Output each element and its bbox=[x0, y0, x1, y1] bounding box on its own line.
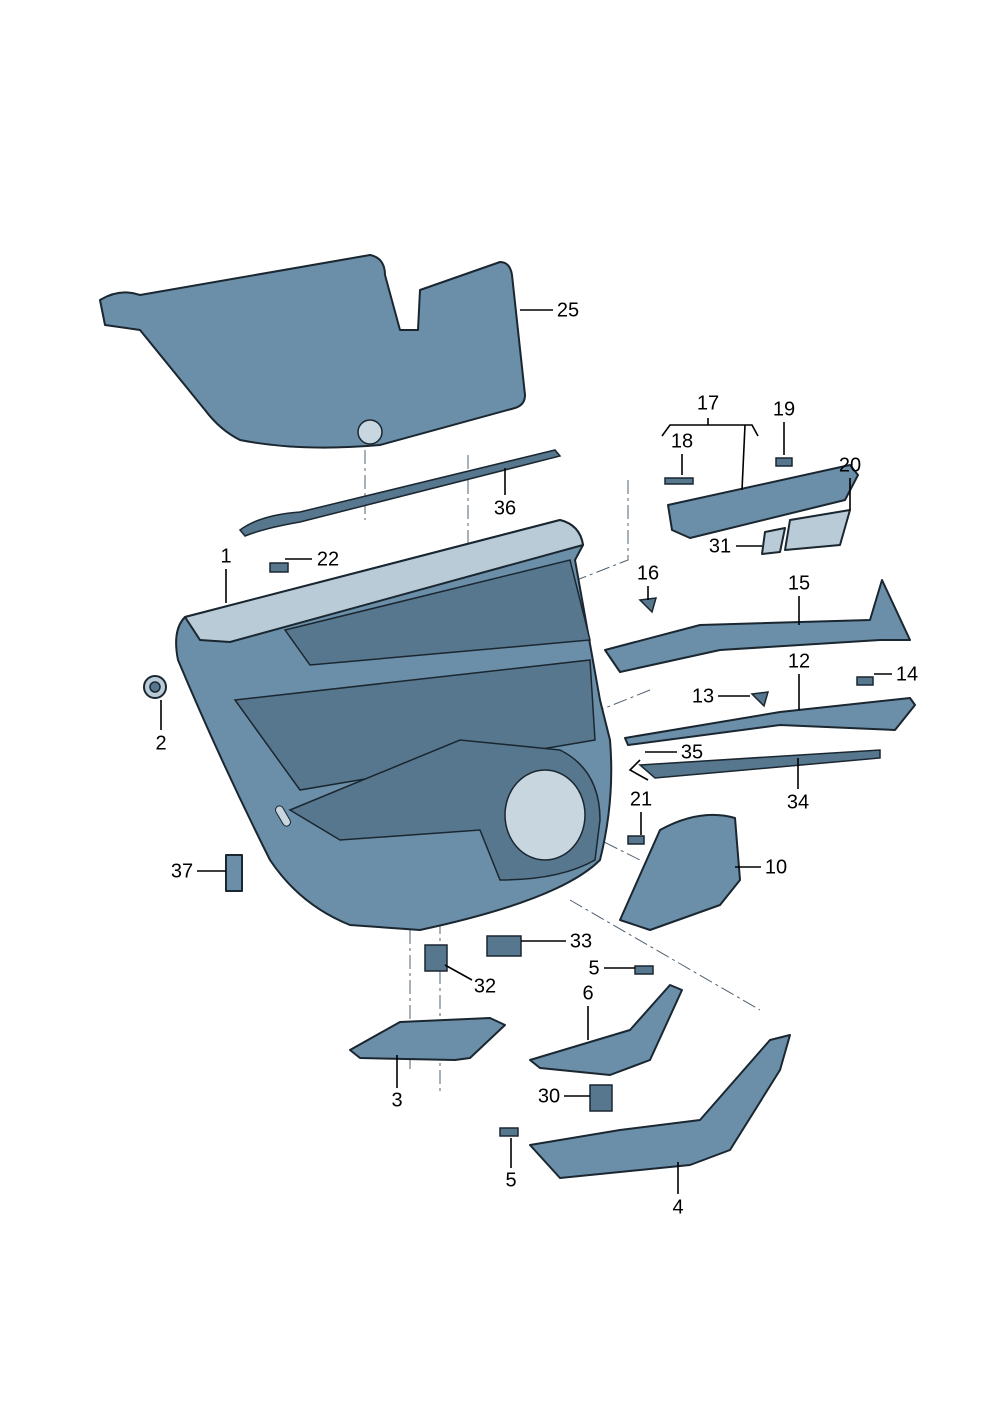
label-14: 14 bbox=[896, 663, 918, 685]
part-6-bracket[interactable] bbox=[529, 984, 683, 1076]
part-5-screw-upper[interactable] bbox=[634, 965, 654, 975]
part-25-hole bbox=[357, 419, 383, 445]
part-37-cover[interactable] bbox=[225, 854, 243, 892]
label-22: 22 bbox=[317, 548, 339, 570]
part-16-clip[interactable] bbox=[638, 597, 658, 614]
label-21: 21 bbox=[630, 788, 652, 810]
label-17: 17 bbox=[697, 392, 719, 414]
part-1-speaker-opening bbox=[504, 769, 586, 861]
part-15-trim-strip[interactable] bbox=[604, 579, 911, 673]
label-19: 19 bbox=[773, 398, 795, 420]
part-21-screw[interactable] bbox=[627, 835, 645, 845]
label-3: 3 bbox=[391, 1089, 402, 1111]
label-16: 16 bbox=[637, 562, 659, 584]
label-10: 10 bbox=[765, 856, 787, 878]
part-17-door-handle-housing[interactable] bbox=[667, 464, 859, 539]
label-13: 13 bbox=[692, 685, 714, 707]
part-12-decor-strip[interactable] bbox=[624, 697, 916, 746]
label-6: 6 bbox=[582, 982, 593, 1004]
label-12: 12 bbox=[788, 650, 810, 672]
part-35-clip[interactable] bbox=[628, 759, 649, 781]
part-20-cover[interactable] bbox=[784, 509, 851, 551]
callout-labels: 25 17 19 18 20 36 31 1 22 16 15 12 14 13… bbox=[155, 299, 918, 1218]
label-18: 18 bbox=[671, 430, 693, 452]
part-1-top-rail bbox=[184, 519, 584, 643]
part-31-cap[interactable] bbox=[761, 527, 786, 555]
label-20: 20 bbox=[839, 454, 861, 476]
part-4-lower-trim[interactable] bbox=[529, 1034, 791, 1179]
label-32: 32 bbox=[474, 975, 496, 997]
part-5-screw-lower[interactable] bbox=[499, 1127, 519, 1137]
label-35: 35 bbox=[681, 741, 703, 763]
part-10-speaker-cover[interactable] bbox=[619, 813, 741, 931]
label-5-lower: 5 bbox=[505, 1169, 516, 1191]
part-32-connector[interactable] bbox=[424, 944, 448, 972]
label-25: 25 bbox=[557, 299, 579, 321]
label-37: 37 bbox=[171, 860, 193, 882]
part-14-screw[interactable] bbox=[856, 676, 874, 686]
part-22-screw[interactable] bbox=[269, 562, 289, 573]
part-19-screw[interactable] bbox=[775, 457, 793, 467]
label-4: 4 bbox=[672, 1196, 683, 1218]
label-34: 34 bbox=[787, 791, 809, 813]
part-13-clip[interactable] bbox=[750, 691, 770, 708]
leader-lines bbox=[160, 309, 892, 1194]
label-33: 33 bbox=[570, 930, 592, 952]
label-2: 2 bbox=[155, 732, 166, 754]
part-18-bolt[interactable] bbox=[664, 477, 694, 485]
part-36-sealing-strip[interactable] bbox=[238, 449, 562, 537]
part-30-clip[interactable] bbox=[589, 1084, 613, 1112]
part-3-bracket[interactable] bbox=[349, 1017, 506, 1061]
label-5-upper: 5 bbox=[588, 957, 599, 979]
label-36: 36 bbox=[494, 497, 516, 519]
label-31: 31 bbox=[709, 535, 731, 557]
part-1-upper-cavity bbox=[283, 559, 591, 666]
label-15: 15 bbox=[788, 572, 810, 594]
part-1-handle-slot bbox=[275, 805, 291, 827]
part-25-insulation-mat[interactable] bbox=[99, 254, 526, 449]
part-33-switch[interactable] bbox=[486, 935, 522, 957]
part-34-strip[interactable] bbox=[638, 749, 881, 779]
label-1: 1 bbox=[220, 545, 231, 567]
part-2-clip[interactable] bbox=[143, 675, 167, 699]
label-30: 30 bbox=[538, 1085, 560, 1107]
